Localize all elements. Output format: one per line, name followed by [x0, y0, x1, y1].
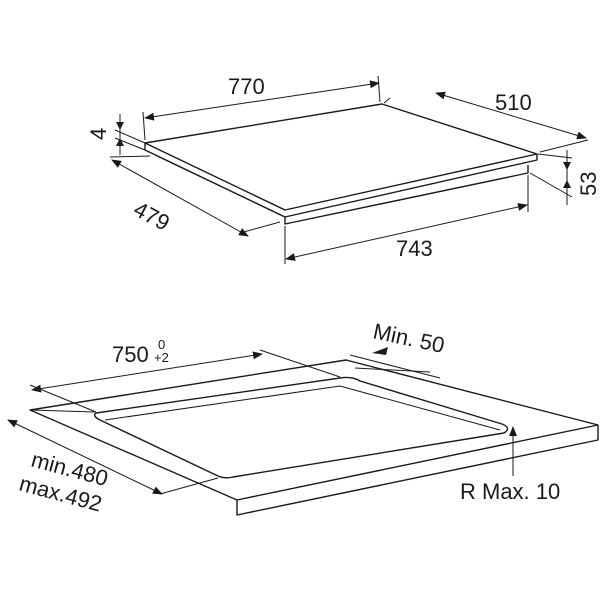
hob-body: [284, 165, 529, 225]
dim-4-arrow-bottom: [116, 138, 124, 146]
dim-750-label: 750: [112, 342, 149, 367]
hob-glass-top: [144, 103, 538, 211]
dim-53-label: 53: [576, 172, 600, 196]
dim-479-line: [111, 159, 249, 237]
worktop-front-edge: [236, 424, 599, 501]
dim-510-label: 510: [495, 90, 532, 115]
dim-750-tol-upper: 0: [158, 337, 165, 352]
dim-750-ext-right: [259, 349, 341, 378]
hob-glass-edge: [144, 143, 538, 218]
dim-510-ext-top: [383, 97, 391, 104]
dim-770-label: 770: [228, 74, 265, 99]
hob-view: 770 510 4 53 479 743: [86, 74, 600, 264]
dim-510-ext-bottom: [539, 139, 589, 153]
dim-53-arrow-top: [563, 162, 571, 170]
dim-750-line: [31, 351, 263, 393]
dim-479-label: 479: [130, 196, 174, 235]
dim-53-arrow-bottom: [563, 180, 571, 188]
dim-depth-ext-bottom: [159, 477, 219, 495]
dim-min50-line: [349, 354, 441, 379]
dim-770-line: [144, 80, 380, 121]
dim-4-arrow-top: [116, 122, 124, 130]
radius-leader-arrow: [509, 426, 517, 436]
dim-770-ext-left: [142, 111, 146, 141]
dim-min50-ext: [354, 367, 431, 373]
cutout-view: 750 0 +2 Min. 50 min.480 max.492 R Max. …: [7, 318, 599, 517]
dim-479-ext-bottom: [239, 221, 281, 234]
dim-53-ext-bottom: [529, 172, 573, 198]
dim-743-label: 743: [396, 236, 433, 261]
radius-label: R Max. 10: [460, 479, 560, 504]
dim-depth-ext-top: [29, 409, 96, 413]
dim-510-line: [435, 91, 587, 140]
dim-4-label: 4: [86, 128, 111, 140]
dim-743-line: [285, 203, 528, 261]
cutout-opening: [93, 376, 509, 479]
dim-min50-arrow: [372, 347, 388, 355]
hob-body-side: [154, 154, 286, 218]
dim-53-ext-top: [537, 153, 573, 159]
dim-depth-line: [7, 419, 163, 495]
dim-770-ext-right: [377, 75, 381, 103]
dim-750-tol-lower: +2: [154, 350, 169, 365]
cutout-inner-edge: [104, 385, 501, 431]
dim-479-ext-top: [109, 155, 151, 158]
